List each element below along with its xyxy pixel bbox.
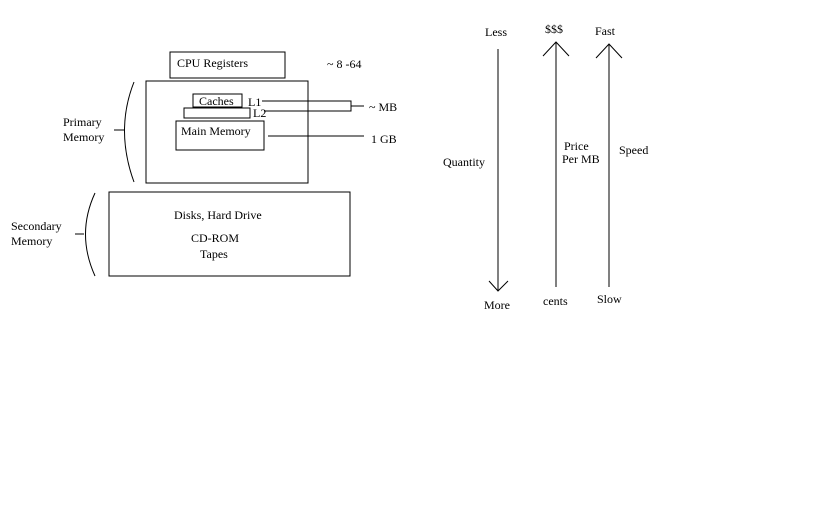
primary-memory-box (145, 80, 309, 184)
secondary-line-2: CD-ROM (191, 231, 239, 245)
cpu-registers-label: CPU Registers (177, 56, 248, 70)
speed-label: Speed (619, 143, 648, 157)
secondary-memory-label-2: Memory (11, 234, 52, 248)
quantity-label: Quantity (443, 155, 485, 169)
quantity-bottom-label: More (484, 298, 510, 312)
price-top-label: $$$ (545, 22, 563, 36)
main-memory-box (175, 120, 265, 151)
caches-box (192, 93, 243, 108)
secondary-line-3: Tapes (200, 247, 228, 261)
speed-bottom-label: Slow (597, 292, 622, 306)
price-label-1: Price (564, 139, 589, 153)
secondary-memory-box (108, 191, 351, 277)
cpu-registers-box (169, 51, 286, 79)
price-label-2: Per MB (562, 152, 600, 166)
price-arrow-head (542, 41, 570, 57)
secondary-memory-label-1: Secondary (11, 219, 62, 233)
primary-memory-label-2: Memory (63, 130, 104, 144)
quantity-top-label: Less (485, 25, 507, 39)
cache-size-label: ~ MB (369, 100, 397, 114)
l2-label: L2 (253, 106, 266, 120)
price-bottom-label: cents (543, 294, 568, 308)
primary-memory-label-1: Primary (63, 115, 102, 129)
caches-label: Caches (199, 94, 234, 108)
speed-top-label: Fast (595, 24, 616, 38)
primary-memory-brace (114, 81, 135, 183)
cache-size-bracket (262, 100, 352, 112)
quantity-arrow-head (488, 280, 509, 292)
main-memory-label: Main Memory (181, 124, 251, 138)
speed-arrow-head (595, 43, 623, 59)
l1-label: L1 (248, 95, 261, 109)
secondary-memory-brace (75, 192, 96, 277)
main-memory-size-label: 1 GB (371, 132, 397, 146)
secondary-line-1: Disks, Hard Drive (174, 208, 262, 222)
l2-box (183, 107, 251, 119)
register-size-label: ~ 8 -64 (327, 57, 362, 71)
